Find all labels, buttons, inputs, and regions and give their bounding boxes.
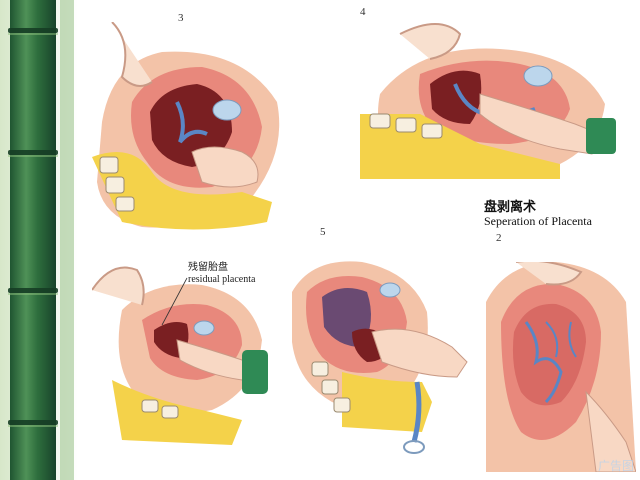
figure-number-4: 4 (360, 6, 366, 18)
caption-chinese: 盘剥离术 (484, 200, 537, 215)
figure-number-2: 2 (496, 232, 502, 244)
watermark: 广告图 (597, 459, 634, 473)
bamboo-decoration (0, 0, 78, 480)
residual-label-english: residual placenta (188, 274, 256, 285)
figure-5-illustration (292, 261, 468, 454)
figure-number-5: 5 (320, 226, 326, 238)
figure-4-illustration (360, 23, 616, 179)
figure-number-3: 3 (178, 12, 184, 24)
figure-3-illustration (92, 22, 280, 230)
residual-label-chinese: 残留胎盘 (188, 262, 228, 273)
figure-2-illustration (486, 262, 636, 472)
caption-english: Seperation of Placenta (484, 214, 592, 228)
figure-residual-illustration (92, 266, 268, 445)
